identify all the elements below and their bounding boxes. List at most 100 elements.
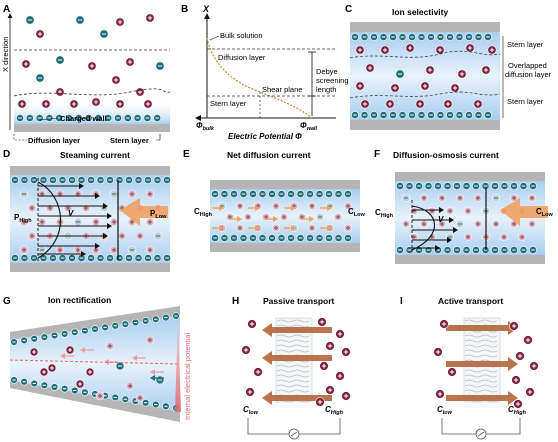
cation-icon (509, 321, 519, 331)
anion-icon (65, 114, 73, 122)
panel-b-potential-curve (206, 37, 313, 119)
panel-a-diffusion-bracket (13, 134, 28, 141)
anion-icon (141, 317, 150, 325)
cation-icon (415, 99, 425, 109)
panel-b-bulk-leader (209, 35, 220, 41)
cation-icon (69, 99, 79, 109)
cation-icon (481, 65, 491, 75)
panel-b-phi-bulk: Φbulk (196, 121, 215, 132)
anion-icon (87, 254, 95, 262)
cation-icon (447, 367, 457, 377)
panel-a-x-direction-label: X direction (1, 37, 10, 72)
anion-icon (436, 111, 445, 119)
panel-g-centerline (9, 359, 181, 365)
anion-icon (109, 189, 119, 199)
cation-icon (517, 232, 527, 242)
anion-icon (351, 33, 359, 41)
anion-icon (155, 375, 165, 385)
panel-i-ions (433, 319, 539, 409)
cation-icon (135, 231, 145, 241)
anion-icon (287, 190, 295, 198)
panel-e-ions (211, 190, 353, 242)
cation-icon (135, 393, 145, 403)
anion-icon (153, 114, 162, 122)
anion-icon (334, 190, 343, 198)
anion-icon (75, 15, 85, 25)
cation-icon (405, 43, 415, 53)
panel-a-charged-wall-label: Charged wall (60, 114, 107, 123)
anion-icon (395, 69, 405, 79)
anion-icon (443, 182, 452, 190)
cation-icon (235, 201, 245, 211)
anion-icon (30, 379, 38, 388)
anion-icon (306, 190, 314, 198)
cation-icon (85, 367, 95, 377)
panel-d-letter: D (3, 149, 10, 160)
cation-icon (235, 223, 245, 233)
anion-icon (30, 254, 38, 262)
panel-i-meter-needle (477, 431, 485, 437)
anion-icon (133, 114, 142, 122)
panel-b-letter: B (181, 4, 188, 15)
cation-icon (37, 189, 47, 199)
anion-icon (60, 330, 69, 338)
panel-i: I Active transport Clow CHigh (400, 296, 539, 440)
cation-icon (365, 63, 375, 73)
anion-icon (268, 234, 276, 242)
panel-b-shear-plane-label: Shear plane (262, 85, 302, 94)
anion-icon (296, 190, 305, 198)
cation-icon (465, 43, 475, 53)
anion-icon (30, 335, 38, 343)
anion-icon (239, 234, 248, 242)
cation-icon (523, 335, 533, 345)
panel-c-title: Ion selectivity (392, 7, 448, 17)
panel-g-top-wall (10, 306, 180, 340)
panel-d-v-label: V (68, 209, 74, 218)
anion-icon (415, 182, 423, 190)
anion-icon (220, 190, 229, 198)
panel-a-stern-bracket (156, 134, 161, 141)
cation-icon (473, 219, 483, 229)
panel-c-letter: C (345, 4, 352, 15)
anion-icon (40, 333, 49, 341)
anion-icon (121, 395, 130, 403)
anion-icon (101, 323, 109, 332)
anion-icon (58, 254, 67, 262)
panel-d-title: Steaming current (60, 150, 130, 160)
cation-icon (39, 367, 49, 377)
anion-icon (315, 190, 324, 198)
cation-icon (35, 29, 45, 39)
cation-icon (529, 361, 539, 371)
cation-icon (271, 223, 281, 233)
cation-icon (443, 99, 453, 109)
anion-icon (408, 111, 416, 119)
panel-d-top-wall (10, 166, 170, 175)
anion-icon (10, 376, 18, 384)
cation-icon (87, 61, 97, 71)
cation-icon (65, 345, 75, 355)
panel-d: D Steaming current PHigh PLow V (3, 149, 171, 272)
cation-icon (91, 217, 101, 227)
panel-b-debye-line3: length (316, 85, 336, 94)
cation-icon (253, 367, 263, 377)
anion-icon (510, 246, 518, 254)
anion-icon (315, 234, 324, 242)
anion-icon (370, 111, 378, 119)
anion-icon (277, 234, 286, 242)
cation-icon (109, 217, 119, 227)
cation-icon (145, 189, 155, 199)
anion-icon (73, 217, 83, 227)
cation-icon (29, 347, 39, 357)
cation-icon (117, 231, 127, 241)
cation-icon (135, 87, 145, 97)
cation-icon (37, 217, 47, 227)
cation-icon (19, 245, 29, 255)
cation-icon (435, 45, 445, 55)
cation-icon (245, 387, 255, 397)
cation-icon (127, 189, 137, 199)
cation-icon (95, 391, 105, 401)
cation-icon (91, 97, 101, 107)
cation-icon (125, 57, 135, 67)
anion-icon (315, 212, 325, 222)
anion-icon (84, 114, 93, 122)
